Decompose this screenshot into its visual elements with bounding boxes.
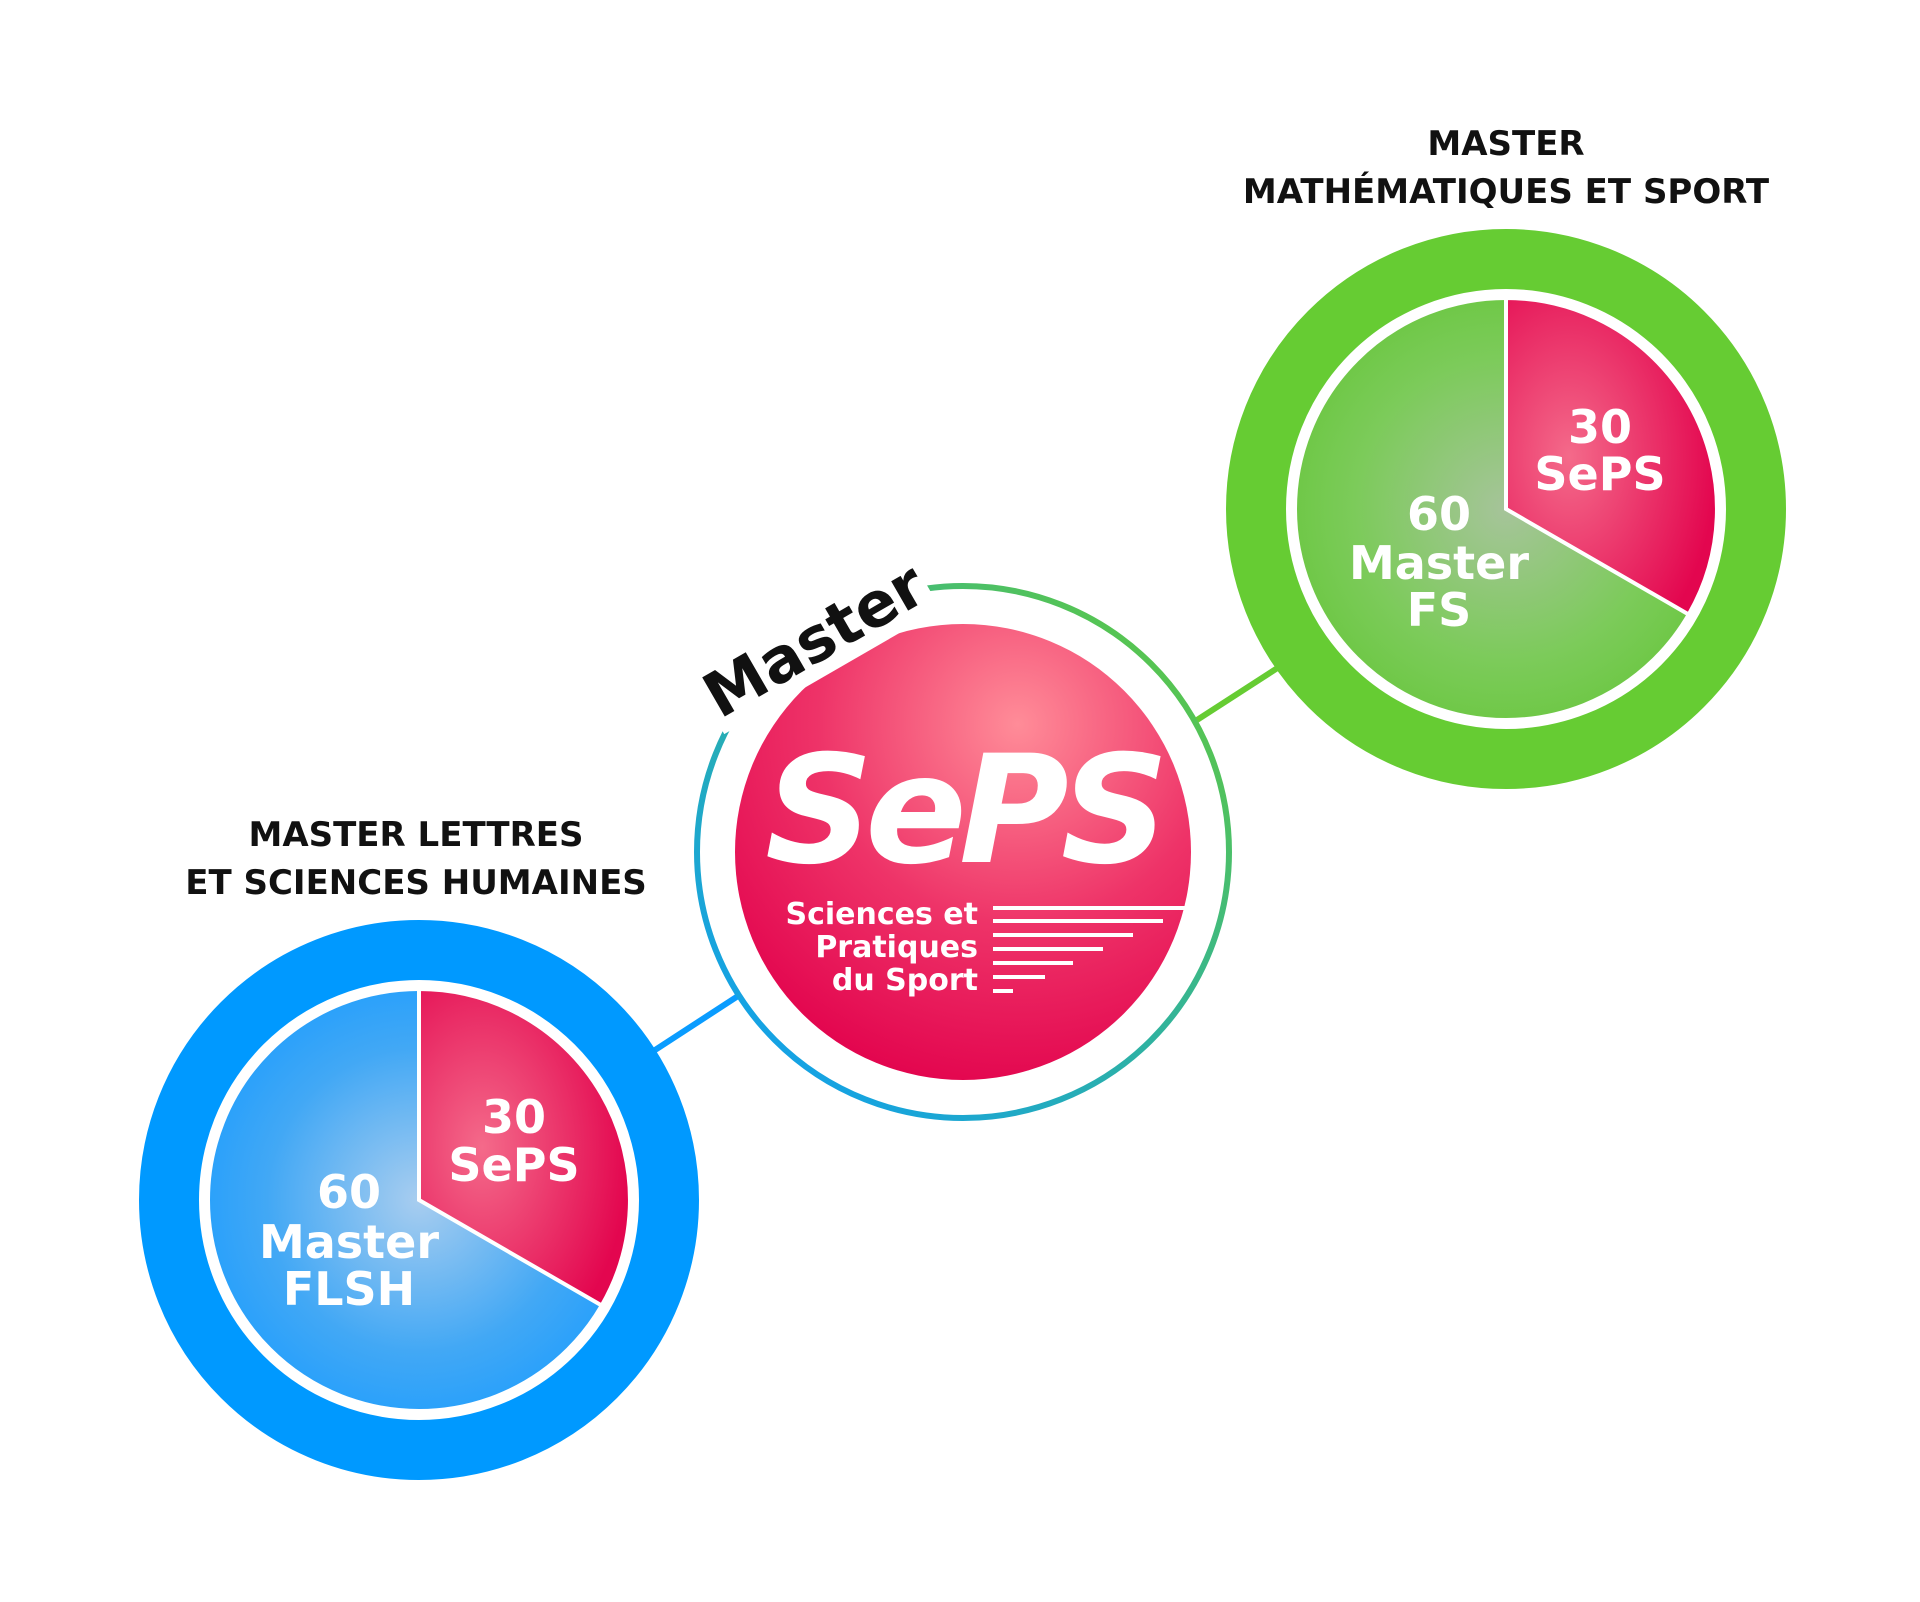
- program-title-line-2: MATHÉMATIQUES ET SPORT: [1243, 171, 1770, 212]
- speed-lines: [993, 906, 1185, 993]
- seps-label: SePS: [448, 1138, 579, 1192]
- master-value: 60: [317, 1165, 381, 1219]
- program-lettres-sciences-humaines: MASTER LETTRES ET SCIENCES HUMAINES 30 S…: [139, 815, 699, 1480]
- seps-label: SePS: [1534, 447, 1665, 501]
- seps-value: 30: [482, 1090, 546, 1144]
- master-label-1: Master: [259, 1215, 439, 1269]
- subtitle-line-3: du Sport: [832, 963, 978, 998]
- program-title-line-1: MASTER: [1427, 124, 1584, 164]
- master-value: 60: [1407, 487, 1471, 541]
- pie-slice-seps: [417, 986, 632, 1309]
- connector-blue: [650, 993, 740, 1055]
- connector-green: [1195, 664, 1281, 723]
- master-label-2: FLSH: [283, 1262, 415, 1316]
- subtitle-line-2: Pratiques: [815, 930, 978, 965]
- pie-slice-seps: [1504, 295, 1719, 618]
- master-label-2: FS: [1407, 583, 1472, 637]
- subtitle-line-1: Sciences et: [786, 897, 979, 932]
- program-title-line-1: MASTER LETTRES: [248, 815, 583, 855]
- seps-logo-text: SePS: [765, 724, 1161, 898]
- program-title-line-2: ET SCIENCES HUMAINES: [185, 863, 647, 903]
- program-math-sport: MASTER MATHÉMATIQUES ET SPORT 30 SePS 60…: [1226, 124, 1786, 789]
- master-label-1: Master: [1349, 536, 1529, 590]
- seps-value: 30: [1568, 400, 1632, 454]
- seps-center-logo: Master SePS Sciences et Pratiques du Spo…: [684, 539, 1232, 1121]
